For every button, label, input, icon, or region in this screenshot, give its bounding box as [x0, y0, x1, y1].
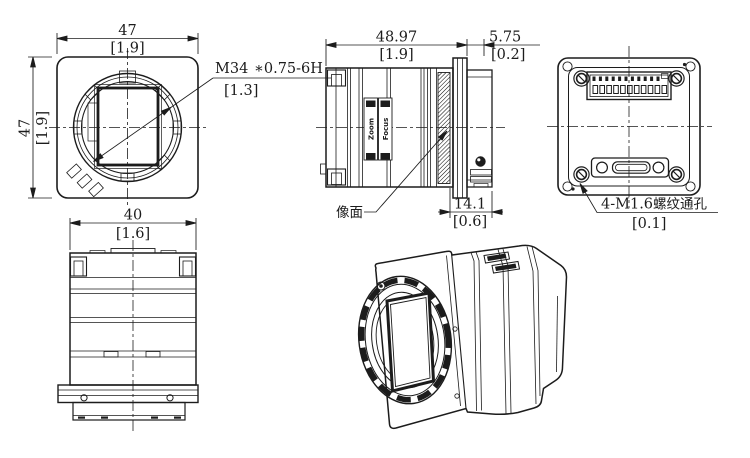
mounting-holes-spec: 4-M1.6: [601, 197, 653, 213]
panel-focus-label: Focus: [382, 118, 390, 141]
io-connector: [586, 71, 672, 101]
rear-length-dimension: [438, 188, 503, 218]
image-plane-label: 像面: [336, 205, 363, 221]
side-length-mm: 48.97: [376, 30, 418, 46]
lens-barrel: [72, 401, 186, 421]
mounting-holes-inch: [0.1]: [632, 216, 666, 232]
front-width-dimension: [56, 33, 199, 54]
sensor-window: [96, 86, 160, 167]
lens-ring: [357, 275, 453, 405]
thread-inch-label: [1.3]: [224, 83, 258, 99]
front-plate-outline: [56, 56, 199, 199]
front-view: M34 ∗0.75-6H [1.3] 47 [1.9] 47 [1.9]: [18, 23, 331, 207]
plate-screw: [454, 393, 460, 399]
thread-size-label: M34: [215, 61, 248, 77]
flange-hole: [166, 394, 174, 402]
bottom-width-dimension: [69, 218, 197, 250]
sensor-side-step: [87, 102, 99, 142]
iso-silhouette: [374, 244, 568, 430]
side-length-dimension: [325, 39, 540, 66]
lens-mount-outer-circle: [72, 72, 183, 183]
bottom-width-mm: 40: [124, 208, 142, 224]
front-width-mm: 47: [118, 23, 136, 39]
front-height-mm: 47: [18, 119, 34, 137]
corner-hooks: [326, 69, 347, 186]
zoom-focus-panel: Zoom Focus: [363, 97, 393, 161]
panel-icon: [380, 100, 390, 107]
mount-flange: [57, 384, 199, 404]
rear-length-inch: [0.6]: [453, 214, 487, 230]
image-plane-leader: [364, 128, 450, 213]
front-height-dimension: [28, 56, 52, 199]
image-plane-band: [437, 72, 451, 184]
body-segment-lines: [335, 68, 437, 187]
lens-mount-thread-circle: [80, 80, 175, 175]
top-connectors: [483, 251, 521, 274]
mounting-holes-label: 螺纹通孔: [653, 197, 707, 213]
side-view: Zoom Focus 48.97 [1.9] 5.75 [0.2]: [316, 30, 540, 230]
corner-circles: [562, 61, 696, 192]
lock-tabs: [66, 163, 104, 198]
ring-screw: [376, 281, 386, 291]
back-recess-outline: [568, 67, 690, 187]
flange-mm: 5.75: [489, 30, 521, 46]
plate-screw: [452, 326, 458, 332]
side-button: [320, 163, 327, 175]
front-width-inch: [1.9]: [110, 41, 144, 57]
corner-hooks: [69, 256, 197, 277]
front-height-inch: [1.9]: [35, 111, 51, 145]
rear-screw: [475, 156, 486, 167]
rear-length-mm: 14.1: [454, 197, 486, 213]
barrel-ticks: [78, 416, 181, 419]
image-plane-hatch: [437, 72, 451, 184]
back-view: 4-M1.6 螺纹通孔 [0.1]: [547, 46, 718, 232]
mounting-holes-leader: [577, 181, 718, 213]
front-plate-edge: [450, 252, 467, 409]
bottom-width-inch: [1.6]: [116, 226, 150, 242]
data-connector: [590, 157, 670, 178]
castellated-ring: [358, 277, 452, 403]
thread-dimension: [91, 77, 331, 164]
pin-row-top: [592, 76, 660, 81]
panel-zoom-label: Zoom: [368, 118, 376, 140]
thread-pitch-label: ∗0.75-6H: [254, 61, 323, 77]
bottom-view: 40 [1.6]: [57, 208, 199, 434]
back-plate-outline: [557, 57, 701, 196]
pin-row-bottom: [592, 85, 668, 94]
iso-view: [357, 244, 568, 430]
panel-icon: [366, 153, 376, 160]
side-length-inch: [1.9]: [379, 47, 413, 63]
panel-icon: [366, 100, 376, 107]
flange-inch: [0.2]: [491, 47, 525, 63]
panel-icon: [380, 153, 390, 160]
flange-hole: [80, 394, 88, 402]
body-segment-lines: [70, 277, 196, 358]
flange-plate: [452, 57, 468, 199]
iso-sensor-window: [385, 291, 436, 393]
